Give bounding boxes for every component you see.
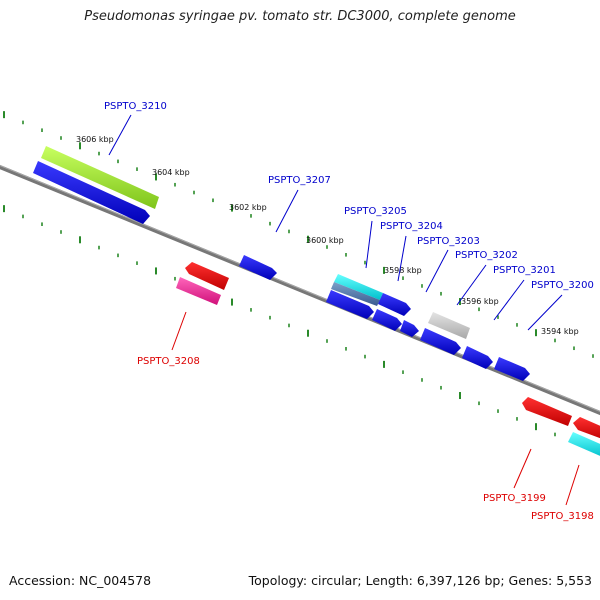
leader-line	[171, 311, 187, 351]
leader-line	[397, 235, 407, 282]
gene-label[interactable]: PSPTO_3198	[531, 511, 594, 522]
gene-labels: PSPTO_3210 PSPTO_3207 PSPTO_3205 PSPTO_3…	[104, 101, 594, 522]
genome-backbone	[0, 164, 600, 416]
gene-arrow-blue[interactable]	[372, 309, 402, 331]
leader-line	[456, 264, 487, 306]
leader-line	[565, 464, 580, 506]
label-leaders	[108, 114, 580, 506]
tick-label: 3596 kbp	[461, 297, 499, 306]
gene-label[interactable]: PSPTO_3203	[417, 236, 480, 247]
gene-arrow-steel[interactable]	[331, 282, 380, 306]
gene-arrow-blue[interactable]	[400, 320, 419, 337]
gene-arrow-blue[interactable]	[420, 328, 461, 355]
gene-label[interactable]: PSPTO_3210	[104, 101, 167, 112]
gene-label[interactable]: PSPTO_3200	[531, 280, 594, 291]
forward-strand-genes-lower	[326, 290, 530, 381]
tick-label: 3594 kbp	[541, 327, 579, 336]
map-title: Pseudomonas syringae pv. tomato str. DC3…	[84, 9, 516, 24]
gene-label[interactable]: PSPTO_3202	[455, 250, 518, 261]
leader-line	[425, 249, 449, 293]
leader-line	[275, 189, 299, 233]
gene-arrow-grey[interactable]	[428, 312, 470, 339]
leader-line	[108, 114, 132, 156]
leader-line	[493, 279, 525, 321]
tick-label: 3602 kbp	[229, 203, 267, 212]
tick-label: 3600 kbp	[306, 236, 344, 245]
gene-arrow-cyan[interactable]	[334, 274, 383, 300]
gene-arrow-blue[interactable]	[326, 290, 374, 319]
gene-arrow-pink[interactable]	[176, 277, 221, 305]
gene-arrow-red[interactable]	[522, 397, 572, 426]
forward-strand-genes	[33, 146, 470, 339]
tick-label: 3598 kbp	[384, 266, 422, 275]
reverse-strand-genes	[176, 262, 600, 458]
gene-arrow-cyan[interactable]	[568, 432, 600, 458]
leader-line	[365, 220, 373, 269]
genome-summary-text: Topology: circular; Length: 6,397,126 bp…	[248, 573, 592, 588]
gene-arrow-blue[interactable]	[33, 161, 150, 224]
gene-arrow-blue[interactable]	[494, 357, 530, 381]
gene-label[interactable]: PSPTO_3199	[483, 493, 546, 504]
leader-line	[527, 294, 563, 331]
gene-label[interactable]: PSPTO_3204	[380, 221, 443, 232]
gene-arrow-blue[interactable]	[378, 293, 411, 316]
gene-arrow-blue[interactable]	[239, 255, 277, 280]
gene-arrow-lime[interactable]	[41, 146, 159, 209]
tick-label: 3606 kbp	[76, 135, 114, 144]
gene-arrow-red[interactable]	[185, 262, 229, 290]
tick-label: 3604 kbp	[152, 168, 190, 177]
gene-label[interactable]: PSPTO_3208	[137, 356, 200, 367]
leader-line	[513, 448, 532, 489]
gene-arrow-blue[interactable]	[462, 346, 493, 369]
scale-ticks: 3606 kbp 3604 kbp 3602 kbp 3600 kbp 3598…	[76, 135, 579, 336]
gene-label[interactable]: PSPTO_3205	[344, 206, 407, 217]
gene-label[interactable]: PSPTO_3201	[493, 265, 556, 276]
gene-label[interactable]: PSPTO_3207	[268, 175, 331, 186]
dotted-tracks	[3, 111, 594, 452]
gene-arrow-red[interactable]	[573, 417, 600, 440]
accession-text: Accession: NC_004578	[9, 573, 152, 588]
